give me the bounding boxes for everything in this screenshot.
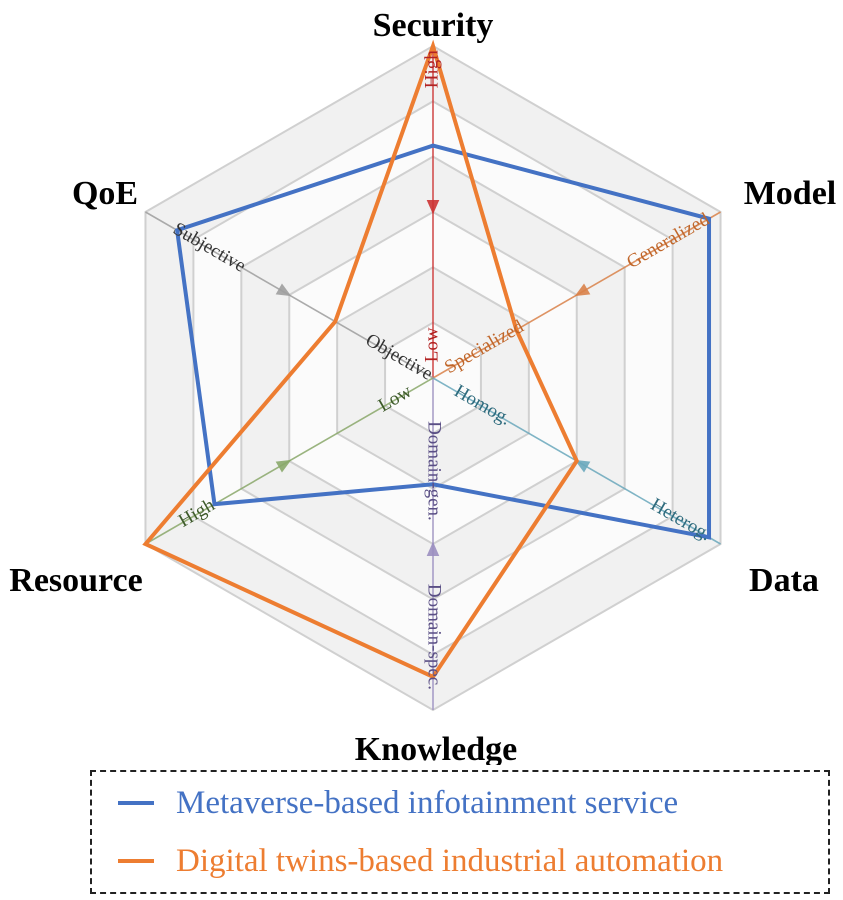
axis-arrow [275, 283, 292, 297]
axis-arrow [275, 459, 292, 473]
axis-low-label: Domain-gen. [424, 421, 445, 521]
radar-axes [145, 46, 721, 710]
legend-item-digital-twins: Digital twins-based industrial automatio… [118, 838, 723, 884]
axis-arrow [574, 283, 591, 297]
legend-item-metaverse: Metaverse-based infotainment service [118, 780, 678, 826]
axis-title-model: Model [744, 175, 837, 212]
axis-arrow [426, 199, 440, 215]
axis-title-data: Data [749, 562, 819, 599]
legend-swatch [118, 801, 154, 805]
axis-title-security: Security [373, 7, 494, 44]
legend-swatch [118, 859, 154, 863]
radar-series [142, 39, 712, 680]
legend-label: Metaverse-based infotainment service [176, 784, 679, 821]
axis-low-label: Low [421, 327, 442, 362]
legend-label: Digital twins-based industrial automatio… [176, 842, 724, 879]
axis-arrow [426, 541, 440, 557]
axis-arrow [574, 459, 591, 473]
axis-title-resource: Resource [9, 562, 142, 599]
legend: Metaverse-based infotainment service Dig… [90, 770, 830, 894]
radar-chart: SecurityLowHighModelSpecializedGeneraliz… [9, 7, 837, 765]
axis-high-label: High [421, 50, 442, 89]
axis-high-label: Domain-spec. [424, 584, 445, 690]
axis-title-knowledge: Knowledge [355, 731, 517, 765]
axis-title-qoe: QoE [72, 175, 138, 212]
